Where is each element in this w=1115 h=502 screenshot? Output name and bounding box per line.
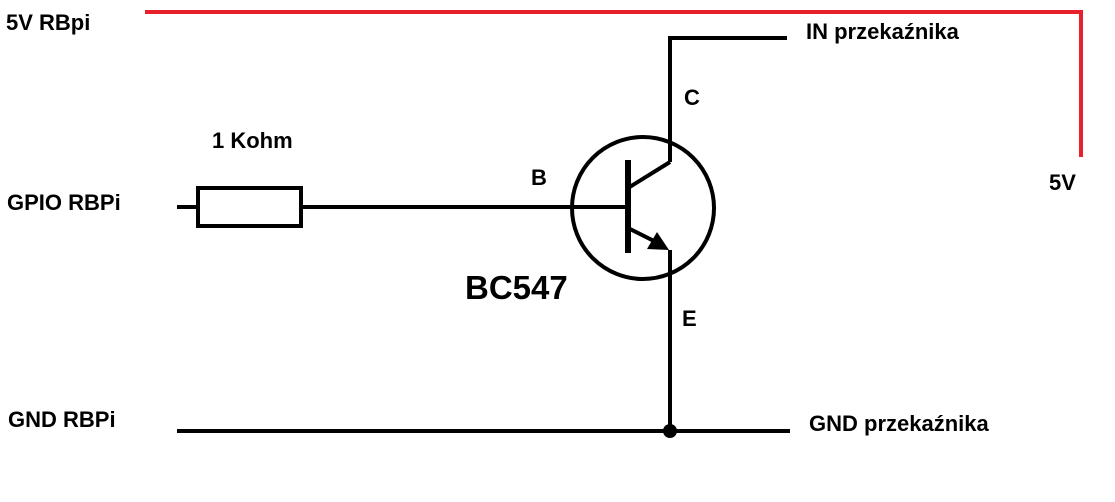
label-5v-supply: 5V (1049, 170, 1076, 195)
transistor-body (570, 135, 716, 281)
label-emitter-pin: E (682, 306, 697, 331)
label-relay-in: IN przekaźnika (806, 19, 960, 44)
label-base-pin: B (531, 165, 547, 190)
label-5v-rbpi: 5V RBpi (6, 10, 90, 35)
emitter-arrow (647, 232, 669, 250)
label-gpio-rbpi: GPIO RBPi (7, 190, 121, 215)
ground-junction-dot (663, 424, 677, 438)
label-collector-pin: C (684, 85, 700, 110)
label-gnd-rbpi: GND RBPi (8, 407, 116, 432)
label-resistor-value: 1 Kohm (212, 128, 293, 153)
supply-5v-wire (145, 10, 1083, 157)
resistor-symbol (196, 186, 303, 228)
label-relay-gnd: GND przekaźnika (809, 411, 989, 436)
collector-lead-wire (668, 36, 787, 162)
collector-diagonal (626, 160, 672, 190)
label-transistor-model: BC547 (465, 269, 568, 306)
